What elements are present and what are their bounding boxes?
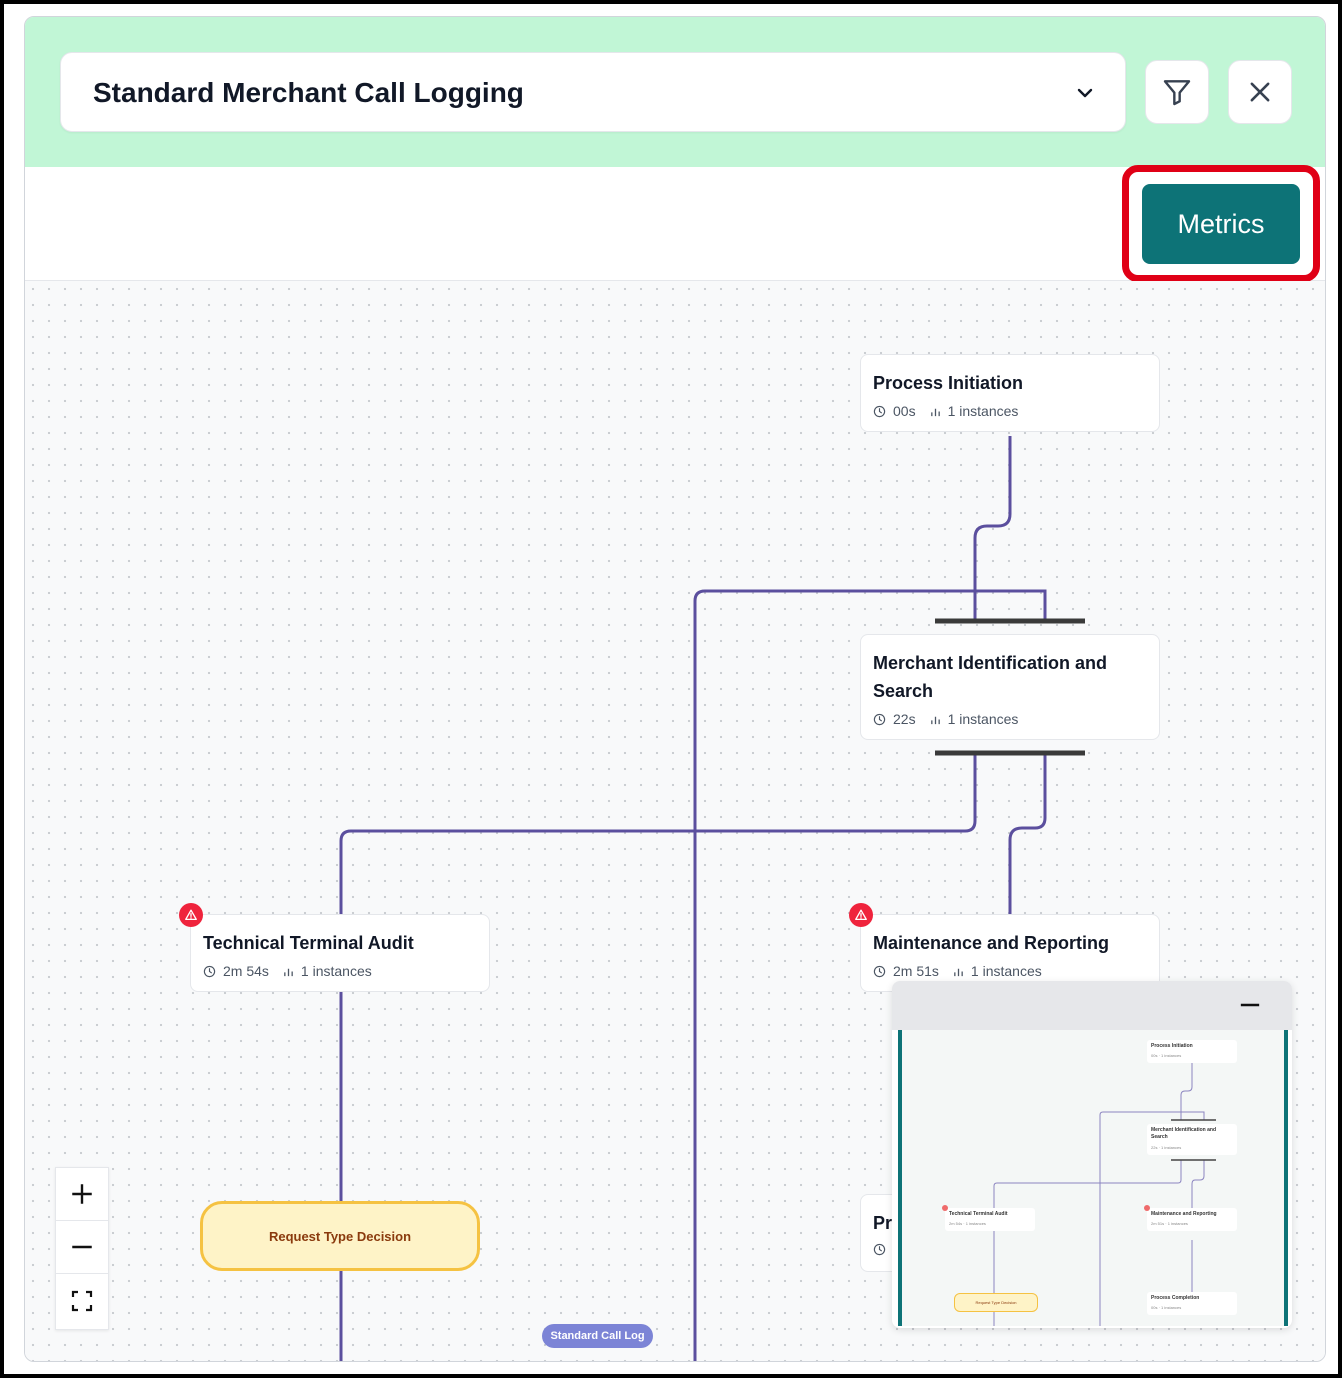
minimap-decision-node: Request Type Decision: [954, 1293, 1038, 1312]
node-maintenance-reporting[interactable]: Maintenance and Reporting 2m 51s 1 insta…: [860, 914, 1160, 992]
close-button[interactable]: [1228, 60, 1292, 124]
minimap-node: Process Initiation 00s · 1 instances: [1147, 1040, 1237, 1063]
metrics-button[interactable]: Metrics: [1142, 184, 1300, 264]
process-flow-panel: Standard Merchant Call Logging Metrics: [24, 16, 1326, 1362]
node-process-initiation[interactable]: Process Initiation 00s 1 instances: [860, 354, 1160, 432]
fit-view-icon: [71, 1290, 93, 1311]
node-meta: 22s 1 instances: [873, 711, 1018, 727]
clock-icon: [873, 713, 886, 725]
edge-initiation-to-merchant: [973, 436, 1012, 621]
edge-loop-back: [693, 589, 1047, 1361]
clock-icon: [203, 965, 216, 977]
edge-merchant-to-audit: [339, 753, 977, 1201]
node-title: Pr: [873, 1213, 893, 1233]
chevron-down-icon: [1077, 88, 1093, 98]
minimap-warning-icon: [1144, 1205, 1150, 1211]
close-icon: [1250, 82, 1270, 102]
node-instances: 1 instances: [947, 711, 1019, 727]
metrics-button-highlight: [1122, 165, 1320, 282]
node-title: Maintenance and Reporting: [873, 933, 1110, 953]
node-duration: 22s: [893, 711, 916, 727]
node-instances: 1 instances: [947, 403, 1019, 419]
fit-view-button[interactable]: [56, 1274, 108, 1327]
warning-icon[interactable]: [179, 903, 203, 927]
process-select[interactable]: Standard Merchant Call Logging: [60, 52, 1126, 132]
minimap-collapse-button[interactable]: [1238, 993, 1262, 1017]
filter-icon: [1163, 80, 1191, 106]
node-duration: 00s: [893, 403, 916, 419]
minimap-panel[interactable]: Process Initiation 00s · 1 instances Mer…: [892, 981, 1292, 1328]
flow-edges: [339, 436, 1085, 1361]
minimap-node: Technical Terminal Audit 2m 54s · 1 inst…: [945, 1208, 1035, 1231]
node-instances: 1 instances: [970, 963, 1042, 979]
node-meta: [873, 1243, 893, 1256]
minimap-header: [892, 981, 1292, 1030]
decision-node[interactable]: Request Type Decision: [200, 1201, 480, 1271]
plus-icon: [72, 1184, 92, 1204]
bar-chart-icon: [954, 968, 963, 976]
node-meta: 2m 51s 1 instances: [873, 963, 1042, 979]
minimap-node: Process Completion 00s · 1 instances: [1147, 1292, 1237, 1315]
minimap-warning-icon: [942, 1205, 948, 1211]
node-title: Technical Terminal Audit: [203, 933, 414, 953]
minus-icon: [1240, 1003, 1260, 1007]
zoom-controls: [55, 1167, 109, 1330]
minus-icon: [72, 1245, 92, 1249]
zoom-out-button[interactable]: [56, 1221, 108, 1274]
node-technical-terminal-audit[interactable]: Technical Terminal Audit 2m 54s 1 instan…: [190, 914, 490, 992]
panel-header: Standard Merchant Call Logging: [25, 17, 1325, 167]
node-duration: 2m 51s: [893, 963, 939, 979]
clock-icon: [873, 965, 886, 977]
clock-icon: [873, 405, 886, 417]
node-title: Process Initiation: [873, 373, 1024, 393]
lane-label: Standard Call Log: [542, 1324, 653, 1348]
filter-button[interactable]: [1145, 60, 1209, 124]
zoom-in-button[interactable]: [56, 1168, 108, 1221]
process-select-value: Standard Merchant Call Logging: [93, 77, 524, 108]
minimap-viewport[interactable]: Process Initiation 00s · 1 instances Mer…: [898, 1030, 1288, 1326]
clock-icon: [873, 1243, 886, 1256]
node-meta: 2m 54s 1 instances: [203, 963, 372, 979]
edge-merchant-to-maintenance: [1008, 753, 1047, 916]
node-duration: 2m 54s: [223, 963, 269, 979]
node-meta: 00s 1 instances: [873, 403, 1018, 419]
flow-canvas[interactable]: Process Initiation 00s 1 instances Merch…: [25, 281, 1325, 1361]
minimap-node: Maintenance and Reporting 2m 51s · 1 ins…: [1147, 1208, 1237, 1231]
warning-icon[interactable]: [849, 903, 873, 927]
minimap-edges: [993, 1063, 1216, 1326]
node-instances: 1 instances: [300, 963, 372, 979]
bar-chart-icon: [930, 716, 940, 724]
panel-toolbar: [25, 167, 1325, 281]
bar-chart-icon: [930, 408, 940, 416]
bar-chart-icon: [284, 968, 293, 976]
